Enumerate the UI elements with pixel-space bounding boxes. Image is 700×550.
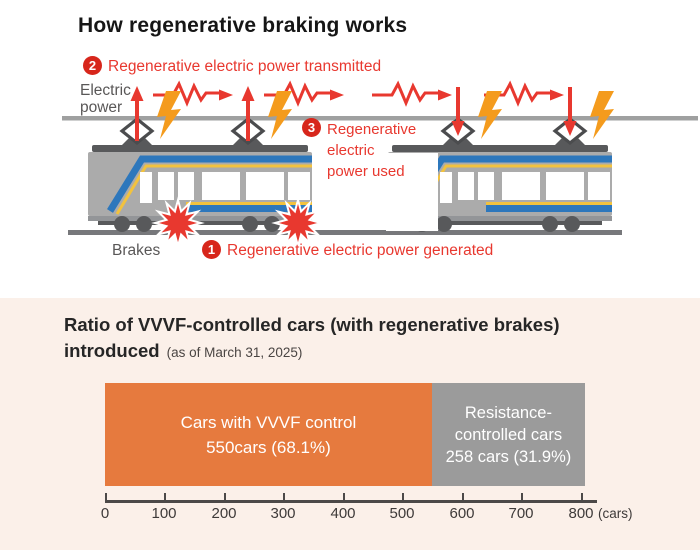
step-2-row: 2 Regenerative electric power transmitte…: [83, 56, 381, 76]
step-3-line2: electric: [327, 142, 375, 159]
axis-tick-label: 200: [211, 505, 237, 522]
axis-tick: [581, 493, 583, 500]
step-3-row: 3 Regenerative electric power used: [302, 118, 416, 182]
regenerative-braking-illustration: [62, 82, 698, 247]
chart-title-word: introduced: [64, 340, 160, 361]
step-3-line3: power used: [327, 163, 405, 180]
axis-tick: [521, 493, 523, 500]
page-title: How regenerative braking works: [78, 14, 408, 37]
brakes-label: Brakes: [112, 242, 161, 259]
electric-power-label: Electric power: [80, 82, 131, 116]
step-2-label: Regenerative electric power transmitted: [108, 58, 382, 75]
axis-tick: [105, 493, 107, 500]
axis-tick-label: 500: [389, 505, 415, 522]
axis-tick-label: 0: [100, 505, 110, 522]
bar-segment-resistance: Resistance- controlled cars 258 cars (31…: [431, 383, 585, 486]
axis-tick-label: 700: [508, 505, 534, 522]
white-mask: [386, 153, 438, 231]
resistance-value: 258 cars (31.9%): [445, 447, 572, 466]
step-3-badge: 3: [302, 118, 321, 137]
chart-subtitle: (as of March 31, 2025): [166, 345, 303, 360]
vvvf-value: 550cars (68.1%): [206, 437, 331, 457]
lightning-bolt-icon: [157, 91, 181, 139]
resistance-label-line2: controlled cars: [454, 425, 563, 444]
rail: [68, 230, 622, 235]
bar-segment-vvvf: Cars with VVVF control 550cars (68.1%): [105, 383, 432, 486]
vvvf-label: Cars with VVVF control: [180, 412, 357, 432]
step-1-badge: 1: [202, 240, 221, 259]
overhead-wire: [62, 116, 698, 121]
step-3-label: Regenerative electric power used: [327, 118, 416, 182]
step-1-row: 1 Regenerative electric power generated: [202, 240, 493, 260]
axis-tick: [224, 493, 226, 500]
axis-tick: [164, 493, 166, 500]
train-braking: [88, 145, 312, 232]
axis-tick-label: 600: [449, 505, 475, 522]
zigzag-arrow-icon: [370, 82, 454, 105]
x-axis: [105, 500, 597, 503]
axis-tick: [462, 493, 464, 500]
stacked-bar: Cars with VVVF control 550cars (68.1%) R…: [105, 383, 585, 486]
chart-title: Ratio of VVVF-controlled cars (with rege…: [64, 314, 560, 335]
axis-tick: [283, 493, 285, 500]
resistance-label-line1: Resistance-: [464, 403, 552, 422]
chart-panel: Ratio of VVVF-controlled cars (with rege…: [0, 298, 700, 550]
axis-tick-label: 100: [151, 505, 177, 522]
step-2-badge: 2: [83, 56, 102, 75]
axis-tick-label: 300: [270, 505, 296, 522]
axis-tick: [343, 493, 345, 500]
axis-tick: [402, 493, 404, 500]
axis-tick-label: 800: [568, 505, 594, 522]
lightning-bolt-icon: [268, 91, 292, 139]
axis-tick-label: 400: [330, 505, 356, 522]
step-1-label: Regenerative electric power generated: [227, 242, 494, 259]
lightning-bolt-icon: [478, 91, 502, 139]
chart-title-second-line: introduced (as of March 31, 2025): [64, 340, 302, 362]
axis-unit-label: (cars): [598, 506, 633, 521]
step-3-line1: Regenerative: [327, 121, 417, 138]
lightning-bolt-icon: [590, 91, 614, 139]
